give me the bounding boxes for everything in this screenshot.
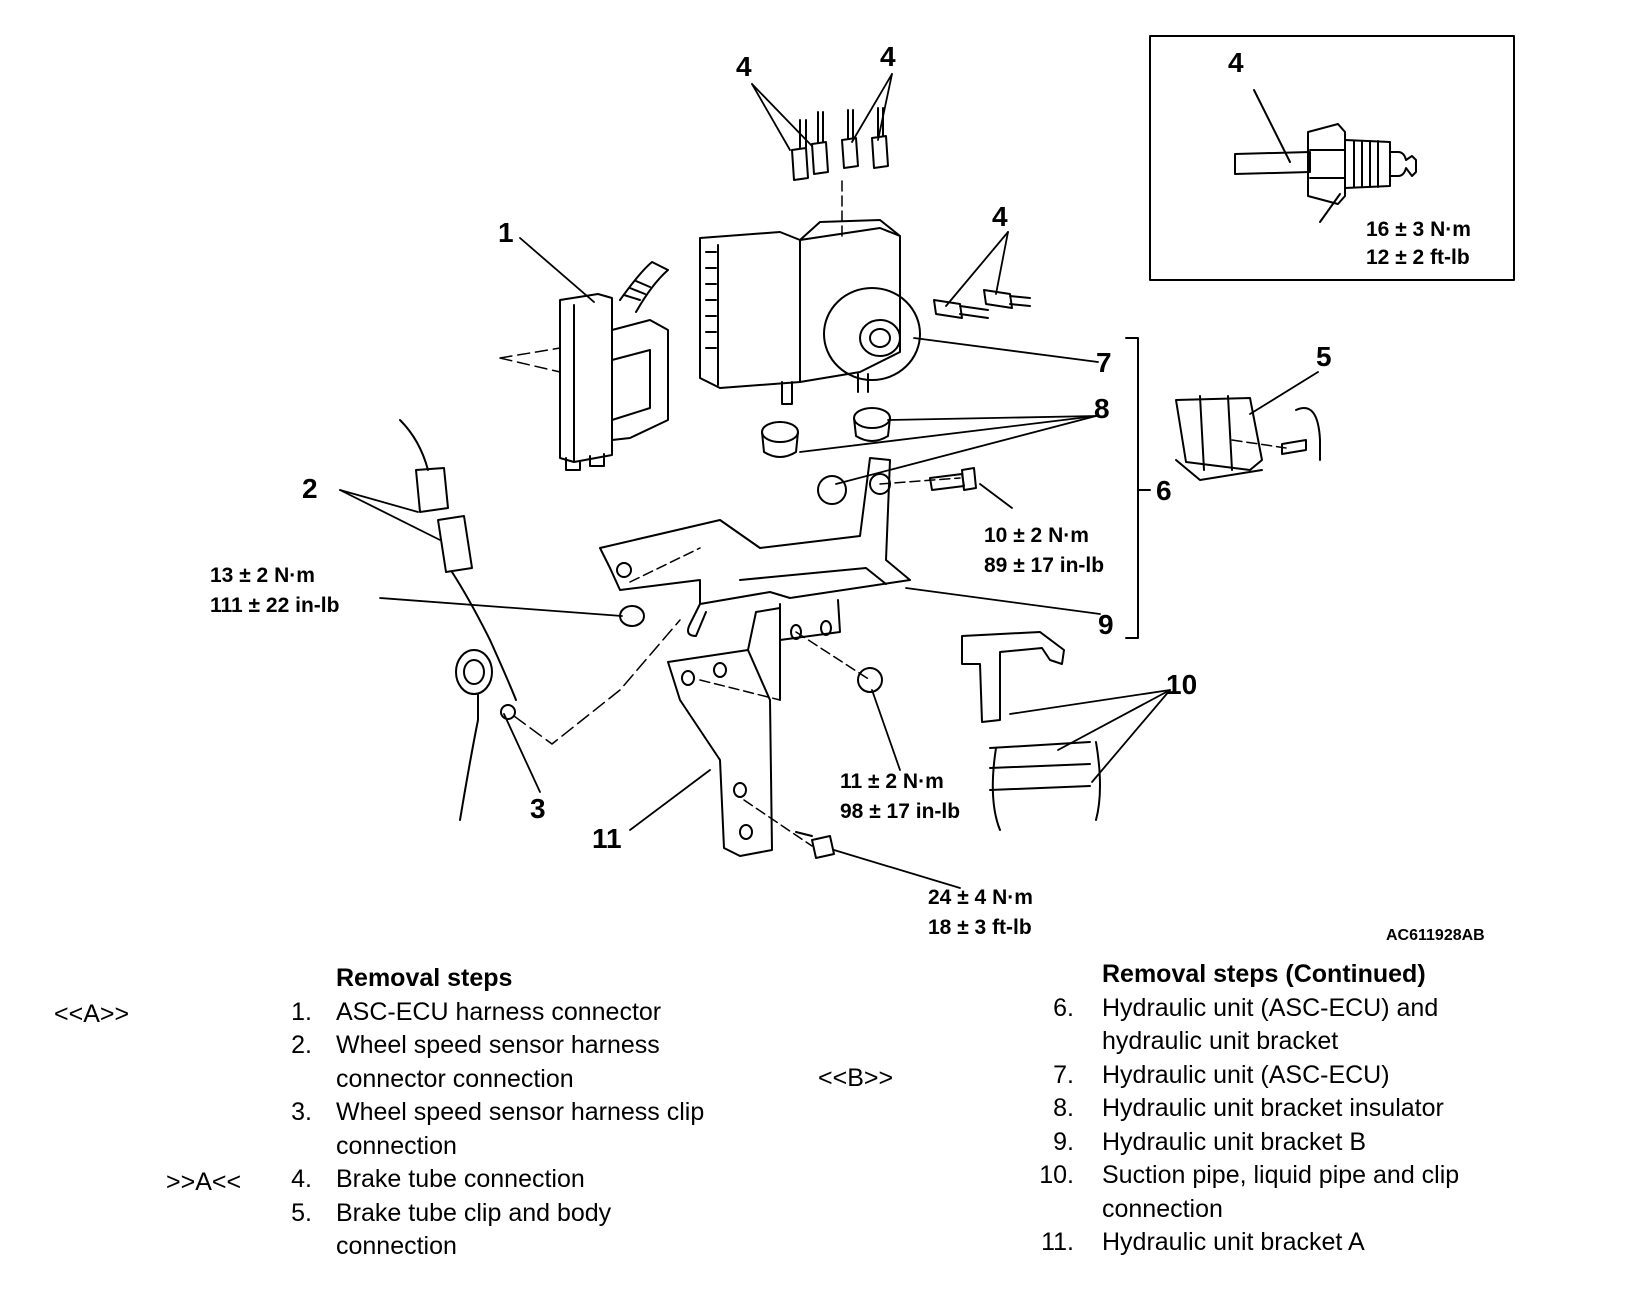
group-6-bracket (1125, 337, 1151, 639)
step-10: 10. Suction pipe, liquid pipe and clip c… (1030, 1159, 1590, 1226)
torque-item11-nm: 24 ± 4 N·m (928, 886, 1033, 909)
callout-4a: 4 (736, 51, 752, 82)
step-text: Suction pipe, liquid pipe and clip conne… (1102, 1161, 1460, 1223)
torque-bracket-nm: 13 ± 2 N·m (210, 564, 315, 587)
step-text: ASC-ECU harness connector (336, 997, 662, 1026)
torque-specs: 16 ± 3 N·m 12 ± 2 ft-lb 10 ± 2 N·m 89 ± … (210, 218, 1471, 939)
callout-7: 7 (1096, 347, 1112, 378)
step-number: 10. (1039, 1161, 1074, 1189)
brake-fittings-top (791, 107, 889, 181)
suction-liquid-pipes (961, 631, 1101, 831)
step-text: Hydraulic unit bracket insulator (1102, 1094, 1444, 1122)
torque-item9-nm: 10 ± 2 N·m (984, 524, 1089, 547)
step-number: 7. (1053, 1060, 1074, 1089)
callout-2: 2 (302, 473, 318, 504)
torque-bracketa-inlb: 98 ± 17 in-lb (840, 800, 960, 823)
inset-frame (1149, 35, 1515, 281)
step-number: 4. (291, 1165, 312, 1193)
inset-brake-fitting (1234, 123, 1417, 205)
callout-4-inset: 4 (1228, 47, 1244, 78)
brake-fittings-side (933, 289, 1031, 319)
callout-10: 10 (1166, 669, 1197, 700)
step-number: 6. (1053, 993, 1074, 1022)
step-4: 4. Brake tube connection (268, 1163, 768, 1197)
step-1: 1. ASC-ECU harness connector (268, 996, 768, 1030)
step-7: 7. Hydraulic unit (ASC-ECU) (1030, 1059, 1590, 1093)
bracket-insulators (619, 407, 891, 693)
callout-11: 11 (592, 823, 622, 854)
callout-3: 3 (530, 793, 546, 824)
brake-tube-clip (1175, 395, 1321, 481)
harness-dash-line (513, 619, 681, 745)
removal-steps-heading: Removal steps (336, 964, 513, 992)
removal-steps-left: Removal steps 1. ASC-ECU harness connect… (268, 962, 768, 1264)
torque-item11-ftlb: 18 ± 3 ft-lb (928, 916, 1032, 939)
step-5: 5. Brake tube clip and body connection (268, 1197, 768, 1264)
step-text: Wheel speed sensor harness clip connecti… (336, 1098, 705, 1160)
ecu-dash-line (499, 347, 561, 373)
bolt-item11 (795, 831, 835, 859)
torque-bracket-inlb: 111 ± 22 in-lb (210, 594, 339, 617)
step-number: 1. (291, 997, 312, 1026)
torque-bracketa-nm: 11 ± 2 N·m (840, 770, 944, 793)
step-2: 2. Wheel speed sensor harness connector … (268, 1029, 768, 1096)
figure-code: AC611928AB (1386, 927, 1485, 940)
leader-lines (339, 73, 1319, 889)
callout-1: 1 (498, 217, 514, 248)
bracket-b (599, 457, 911, 641)
step-11: 11. Hydraulic unit bracket A (1030, 1226, 1590, 1260)
step-number: 9. (1053, 1127, 1074, 1156)
step-6: 6. Hydraulic unit (ASC-ECU) and hydrauli… (1030, 992, 1590, 1059)
step-number: 2. (291, 1031, 312, 1059)
torque-item9-inlb: 89 ± 17 in-lb (984, 554, 1104, 577)
step-text: Brake tube clip and body connection (336, 1198, 612, 1261)
leader (1319, 193, 1341, 223)
step-text: Wheel speed sensor harness connector con… (336, 1031, 660, 1093)
step-text: Hydraulic unit bracket A (1102, 1228, 1365, 1256)
exploded-view-diagram: 4 4 4 4 1 2 3 5 6 7 8 9 10 11 16 ± 3 N·m… (210, 35, 1515, 940)
hydraulic-unit (699, 219, 921, 405)
leader (1253, 89, 1291, 163)
callouts: 4 4 4 4 1 2 3 5 6 7 8 9 10 11 (302, 41, 1332, 854)
callout-4c: 4 (992, 201, 1008, 232)
bolt-item9 (929, 467, 977, 491)
step-text: Hydraulic unit bracket B (1102, 1127, 1367, 1156)
callout-9: 9 (1098, 609, 1114, 640)
bracket-a (667, 607, 781, 857)
step-number: 11. (1041, 1228, 1074, 1256)
ref-a-step1: <<A>> (54, 1000, 130, 1028)
torque-inset-ftlb: 12 ± 2 ft-lb (1366, 246, 1470, 269)
callout-6: 6 (1156, 475, 1172, 506)
step-text: Hydraulic unit (ASC-ECU) and hydraulic u… (1102, 993, 1439, 1056)
step-number: 5. (291, 1198, 312, 1227)
step-number: 3. (291, 1098, 312, 1126)
asc-ecu (559, 261, 669, 471)
removal-steps-continued-heading: Removal steps (Continued) (1102, 960, 1426, 988)
step-8: 8. Hydraulic unit bracket insulator (1030, 1092, 1590, 1126)
callout-4b: 4 (880, 41, 896, 72)
step-3: 3. Wheel speed sensor harness clip conne… (268, 1096, 768, 1163)
callout-8: 8 (1094, 393, 1110, 424)
ref-b-step7: <<B>> (818, 1064, 894, 1092)
ref-a-step4: >>A<< (166, 1168, 242, 1196)
removal-steps-right: Removal steps (Continued) 6. Hydraulic u… (1030, 958, 1590, 1260)
step-text: Hydraulic unit (ASC-ECU) (1102, 1060, 1390, 1089)
alignment-dash-lines (629, 175, 1287, 847)
wheel-speed-sensor (399, 419, 517, 821)
callout-5: 5 (1316, 341, 1332, 372)
step-text: Brake tube connection (336, 1165, 585, 1193)
step-number: 8. (1053, 1094, 1074, 1122)
step-9: 9. Hydraulic unit bracket B (1030, 1126, 1590, 1160)
torque-inset-nm: 16 ± 3 N·m (1366, 218, 1471, 241)
